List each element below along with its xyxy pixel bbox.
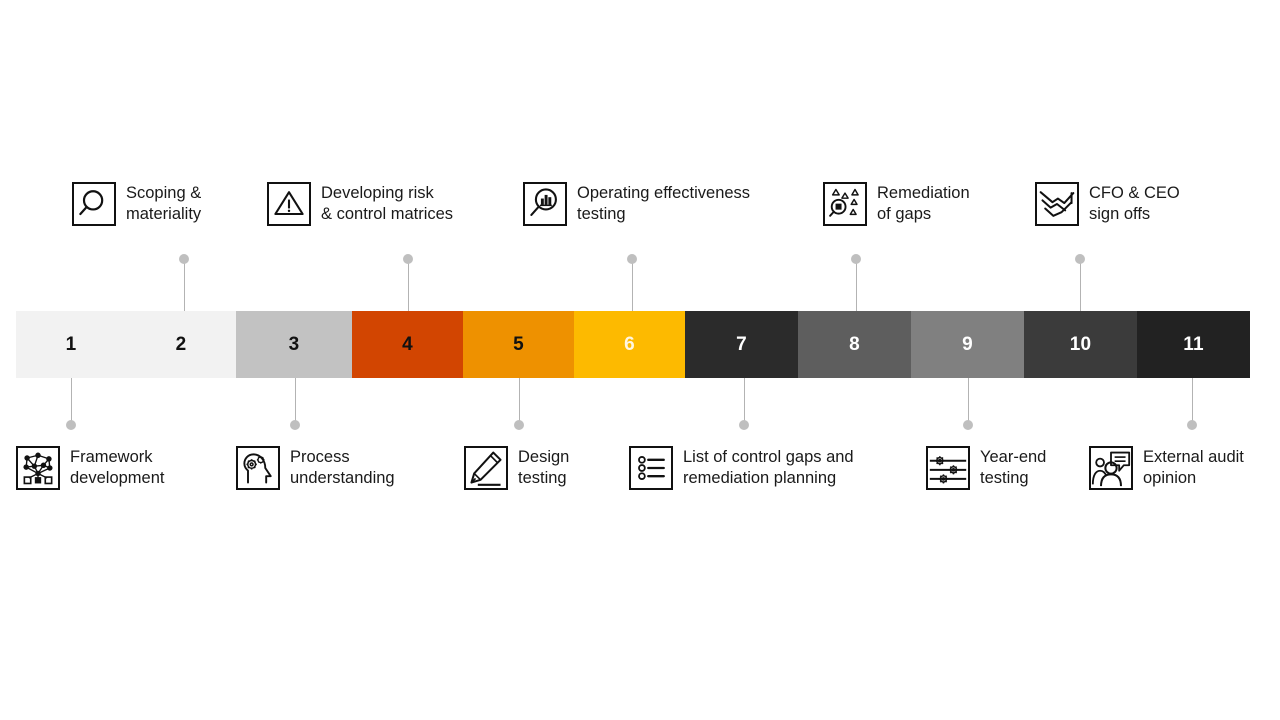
network-tree-icon — [16, 446, 60, 490]
connector-dot-bottom-3 — [514, 420, 524, 430]
magnifier-icon — [72, 182, 116, 226]
head-gears-icon — [236, 446, 280, 490]
callout-bottom-external-audit-label: External audit opinion — [1143, 448, 1244, 488]
callout-top-sign-offs[interactable]: CFO & CEO sign offs — [1035, 182, 1180, 226]
callout-bottom-design-testing-label: Design testing — [518, 448, 570, 488]
connector-dot-top-5 — [1075, 254, 1085, 264]
segment-number-9: 9 — [962, 334, 973, 355]
segment-number-4: 4 — [402, 334, 413, 355]
connector-line-bottom-1 — [71, 378, 72, 424]
callout-bottom-control-gaps[interactable]: List of control gaps and remediation pla… — [629, 446, 854, 490]
timeline-segment-2[interactable]: 2 — [126, 311, 236, 378]
connector-dot-top-1 — [179, 254, 189, 264]
timeline-segment-3[interactable]: 3 — [236, 311, 352, 378]
connector-line-top-2 — [408, 263, 409, 311]
warning-triangle-icon — [267, 182, 311, 226]
timeline-segment-5[interactable]: 5 — [463, 311, 574, 378]
timeline-segment-8[interactable]: 8 — [798, 311, 911, 378]
connector-line-top-5 — [1080, 263, 1081, 311]
callout-top-operating-effectiveness[interactable]: Operating effectiveness testing — [523, 182, 750, 226]
callout-top-developing-risk[interactable]: Developing risk & control matrices — [267, 182, 453, 226]
segment-number-5: 5 — [513, 334, 524, 355]
callout-top-developing-risk-label: Developing risk & control matrices — [321, 184, 454, 224]
callout-bottom-process-label: Process understanding — [290, 448, 395, 488]
callout-top-scoping[interactable]: Scoping & materiality — [72, 182, 201, 226]
segment-number-2: 2 — [175, 334, 187, 355]
connector-line-top-3 — [632, 263, 633, 311]
checklist-icon — [629, 446, 673, 490]
callout-top-remediation[interactable]: Remediation of gaps — [823, 182, 970, 226]
connector-dot-top-3 — [627, 254, 637, 264]
timeline-segment-10[interactable]: 10 — [1024, 311, 1137, 378]
callout-bottom-external-audit[interactable]: External audit opinion — [1089, 446, 1244, 490]
segment-number-8: 8 — [849, 334, 860, 355]
connector-line-bottom-6 — [1192, 378, 1193, 424]
callout-top-scoping-label: Scoping & materiality — [126, 184, 202, 224]
timeline-segment-7[interactable]: 7 — [685, 311, 798, 378]
callout-bottom-framework-label: Framework development — [70, 448, 165, 488]
segment-number-3: 3 — [288, 334, 300, 355]
connector-dot-top-4 — [851, 254, 861, 264]
segment-number-10: 10 — [1069, 334, 1092, 355]
connector-line-bottom-4 — [744, 378, 745, 424]
callout-top-operating-effectiveness-label: Operating effectiveness testing — [577, 184, 751, 224]
timeline-segment-1[interactable]: 1 — [16, 311, 126, 378]
segment-number-1: 1 — [65, 334, 77, 355]
callout-bottom-framework[interactable]: Framework development — [16, 446, 164, 490]
connector-dot-bottom-6 — [1187, 420, 1197, 430]
connector-dot-bottom-4 — [739, 420, 749, 430]
callout-top-remediation-label: Remediation of gaps — [877, 184, 970, 224]
magnifier-chart-icon — [523, 182, 567, 226]
callout-top-sign-offs-label: CFO & CEO sign offs — [1089, 184, 1180, 224]
callout-bottom-design-testing[interactable]: Design testing — [464, 446, 569, 490]
timeline-segment-9[interactable]: 9 — [911, 311, 1024, 378]
timeline-segment-4[interactable]: 4 — [352, 311, 463, 378]
sliders-gears-icon — [926, 446, 970, 490]
segment-number-6: 6 — [624, 334, 635, 355]
connector-line-bottom-5 — [968, 378, 969, 424]
connector-dot-bottom-5 — [963, 420, 973, 430]
timeline-segment-11[interactable]: 11 — [1137, 311, 1250, 378]
connector-dot-bottom-1 — [66, 420, 76, 430]
callout-bottom-year-end[interactable]: Year-end testing — [926, 446, 1046, 490]
segment-number-11: 11 — [1183, 334, 1204, 355]
connector-line-bottom-3 — [519, 378, 520, 424]
pencil-icon — [464, 446, 508, 490]
callout-bottom-control-gaps-label: List of control gaps and remediation pla… — [683, 448, 854, 488]
timeline-segment-6[interactable]: 6 — [574, 311, 685, 378]
connector-line-bottom-2 — [295, 378, 296, 424]
handshake-icon — [1035, 182, 1079, 226]
segment-number-7: 7 — [736, 334, 747, 355]
connector-dot-bottom-2 — [290, 420, 300, 430]
people-speech-icon — [1089, 446, 1133, 490]
magnifier-shapes-icon — [823, 182, 867, 226]
connector-line-top-1 — [184, 263, 185, 311]
connector-dot-top-2 — [403, 254, 413, 264]
callout-bottom-year-end-label: Year-end testing — [980, 448, 1047, 488]
callout-bottom-process[interactable]: Process understanding — [236, 446, 395, 490]
timeline-bar: 1 2 3 4 5 6 7 8 9 10 11 — [16, 311, 1250, 378]
connector-line-top-4 — [856, 263, 857, 311]
